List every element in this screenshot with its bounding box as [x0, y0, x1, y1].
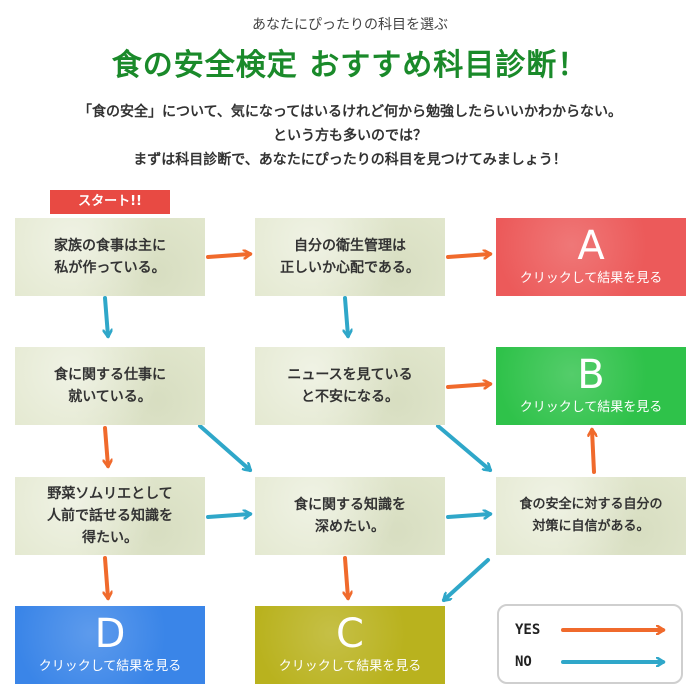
result-b-link[interactable]: クリックして結果を見る	[519, 400, 663, 415]
question-q4: ニュースを見ている と不安になる。	[255, 347, 445, 425]
legend-no-label: NO	[515, 654, 532, 670]
question-q7-text: 食の安全に対する自分の 対策に自信がある。	[519, 497, 663, 534]
question-q6: 食に関する知識を 深めたい。	[255, 477, 445, 555]
intro-line-1: 「食の安全」について、気になってはいるけれど何から勉強したらいいかわからない。	[78, 104, 622, 120]
question-q7: 食の安全に対する自分の 対策に自信がある。	[496, 477, 686, 555]
question-q5: 野菜ソムリエとして 人前で話せる知識を 得たい。	[15, 477, 205, 555]
arrow-no-q3-q6	[198, 424, 250, 472]
result-c-button[interactable]: C クリックして結果を見る	[255, 606, 445, 684]
question-q1: 家族の食事は主に 私が作っている。	[15, 218, 205, 296]
intro-line-3: まずは科目診断で、あなたにぴったりの科目を見つけてみましょう！	[133, 152, 567, 168]
arrow-yes-q2-a	[446, 254, 490, 257]
arrow-yes-q1-q2	[206, 254, 250, 257]
question-q6-text: 食に関する知識を 深めたい。	[294, 497, 406, 535]
result-d-letter: D	[94, 611, 126, 657]
question-q5-text: 野菜ソムリエとして 人前で話せる知識を 得たい。	[47, 486, 173, 546]
question-q1-text: 家族の食事は主に 私が作っている。	[54, 238, 166, 276]
result-a-button[interactable]: A クリックして結果を見る	[496, 218, 686, 296]
result-c-letter: C	[336, 611, 364, 657]
question-q3-text: 食に関する仕事に 就いている。	[54, 367, 166, 405]
question-q2: 自分の衛生管理は 正しいか心配である。	[255, 218, 445, 296]
page-title: 食の安全検定 おすすめ科目診断！	[111, 48, 589, 83]
arrow-yes-q6-c	[345, 556, 348, 598]
page-subtitle: あなたにぴったりの科目を選ぶ	[252, 17, 448, 33]
result-a-link[interactable]: クリックして結果を見る	[519, 271, 663, 286]
intro-line-2: という方も多いのでは？	[273, 128, 427, 144]
intro-text: 「食の安全」について、気になってはいるけれど何から勉強したらいいかわからない。 …	[0, 100, 700, 172]
arrow-yes-q5-d	[105, 556, 108, 598]
question-q4-text: ニュースを見ている と不安になる。	[287, 367, 413, 405]
arrow-no-q6-q7	[446, 514, 490, 517]
legend-arrows	[561, 604, 683, 684]
arrow-no-q2-q4	[345, 296, 348, 336]
arrow-yes-q7-b	[592, 430, 594, 474]
question-q3: 食に関する仕事に 就いている。	[15, 347, 205, 425]
result-b-button[interactable]: B クリックして結果を見る	[496, 347, 686, 425]
arrow-yes-q4-b	[446, 384, 490, 387]
legend-box: YES NO	[497, 604, 683, 684]
result-d-link[interactable]: クリックして結果を見る	[38, 659, 182, 674]
result-b-letter: B	[577, 352, 605, 398]
result-a-letter: A	[577, 223, 605, 269]
arrow-yes-q3-q5	[105, 426, 108, 466]
result-d-button[interactable]: D クリックして結果を見る	[15, 606, 205, 684]
arrow-no-q4-q7	[436, 424, 490, 472]
legend-yes-label: YES	[515, 622, 541, 638]
result-c-link[interactable]: クリックして結果を見る	[278, 659, 422, 674]
arrow-no-q5-q6	[206, 514, 250, 517]
start-badge: スタート!!	[50, 190, 170, 214]
question-q2-text: 自分の衛生管理は 正しいか心配である。	[280, 238, 420, 276]
arrow-no-q7-c	[444, 558, 490, 602]
arrow-no-q1-q3	[105, 296, 108, 336]
